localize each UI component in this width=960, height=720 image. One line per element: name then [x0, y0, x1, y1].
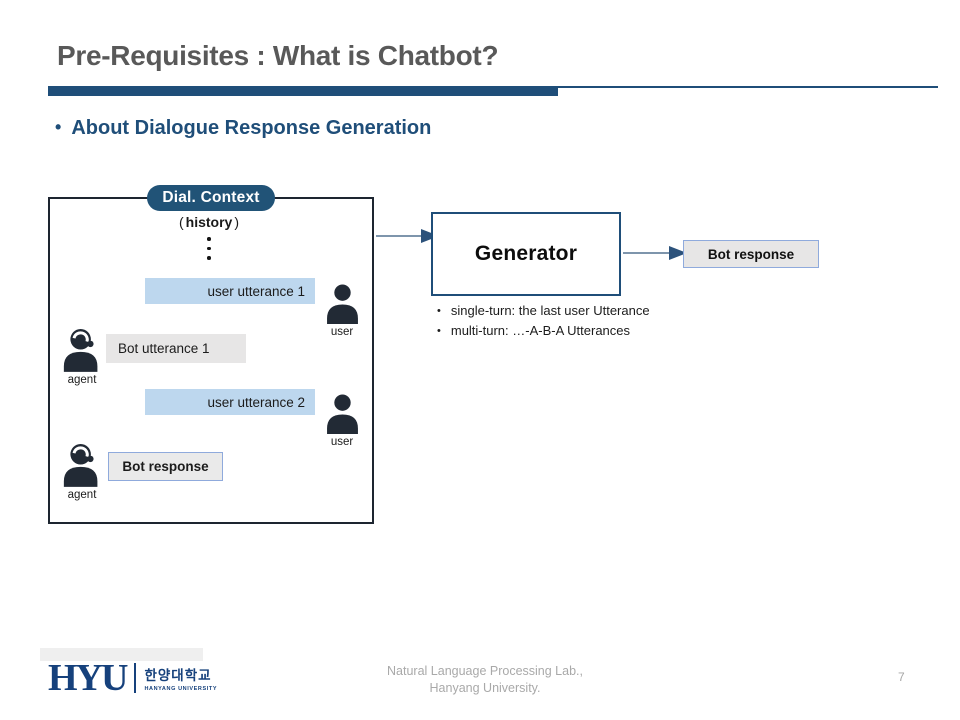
page-title: Pre-Requisites : What is Chatbot?: [57, 40, 499, 71]
user-1-figure: user: [321, 284, 363, 338]
generator-box: Generator: [431, 212, 621, 296]
footer-credit-line2: Hanyang University.: [429, 680, 541, 695]
note-single-turn: • single-turn: the last user Utterance: [437, 303, 747, 320]
speaker-label: agent: [67, 374, 97, 386]
logo-divider: [134, 663, 137, 694]
bullet-glyph: •: [437, 324, 441, 337]
logo-korean-name: 한양대학교: [144, 668, 212, 684]
page-number: 7: [898, 670, 905, 684]
section-heading-text: About Dialogue Response Generation: [71, 117, 432, 139]
user-utterance-1-bubble: user utterance 1: [145, 278, 315, 304]
note-single-turn-text: single-turn: the last user Utterance: [450, 303, 650, 318]
bot-response-bubble: Bot response: [108, 452, 223, 481]
generator-notes: • single-turn: the last user Utterance •…: [437, 303, 747, 339]
agent-2-figure: agent: [58, 442, 106, 501]
speaker-label: agent: [67, 489, 97, 501]
history-paren-close: ): [234, 214, 240, 230]
vertical-ellipsis: [48, 237, 370, 260]
logo-acronym: HYU: [48, 657, 128, 699]
footer-credit-line1: Natural Language Processing Lab.,: [387, 664, 583, 678]
history-word: history: [185, 214, 233, 230]
logo-background-artifact: [40, 648, 203, 661]
agent-headset-icon: [63, 329, 97, 372]
user-2-figure: user: [321, 394, 363, 448]
bullet-glyph: •: [437, 305, 441, 317]
note-multi-turn: • multi-turn: …-A-B-A Utterances: [437, 323, 747, 340]
dialogue-context-badge: Dial. Context: [147, 185, 275, 211]
logo-name-stack: 한양대학교 HANYANG UNIVERSITY: [144, 664, 217, 692]
bot-utterance-1-bubble: Bot utterance 1: [106, 334, 246, 363]
agent-headset-icon: [63, 444, 97, 487]
history-paren-open: (: [178, 214, 184, 230]
logo-english-name: HANYANG UNIVERSITY: [144, 686, 218, 693]
agent-1-figure: agent: [58, 327, 106, 386]
university-logo: HYU 한양대학교 HANYANG UNIVERSITY: [48, 657, 217, 699]
note-multi-turn-text: multi-turn: …-A-B-A Utterances: [450, 322, 631, 338]
speaker-label: user: [330, 436, 354, 448]
user-icon: [326, 394, 358, 434]
bullet-glyph: •: [55, 117, 62, 137]
section-heading: • About Dialogue Response Generation: [55, 117, 431, 140]
history-label: (history): [48, 214, 370, 230]
user-icon: [326, 284, 358, 324]
user-utterance-2-bubble: user utterance 2: [145, 389, 315, 415]
footer-credit: Natural Language Processing Lab., Hanyan…: [330, 663, 640, 697]
title-rule-thick: [48, 86, 558, 96]
bot-response-output-box: Bot response: [683, 240, 819, 268]
speaker-label: user: [330, 326, 354, 338]
